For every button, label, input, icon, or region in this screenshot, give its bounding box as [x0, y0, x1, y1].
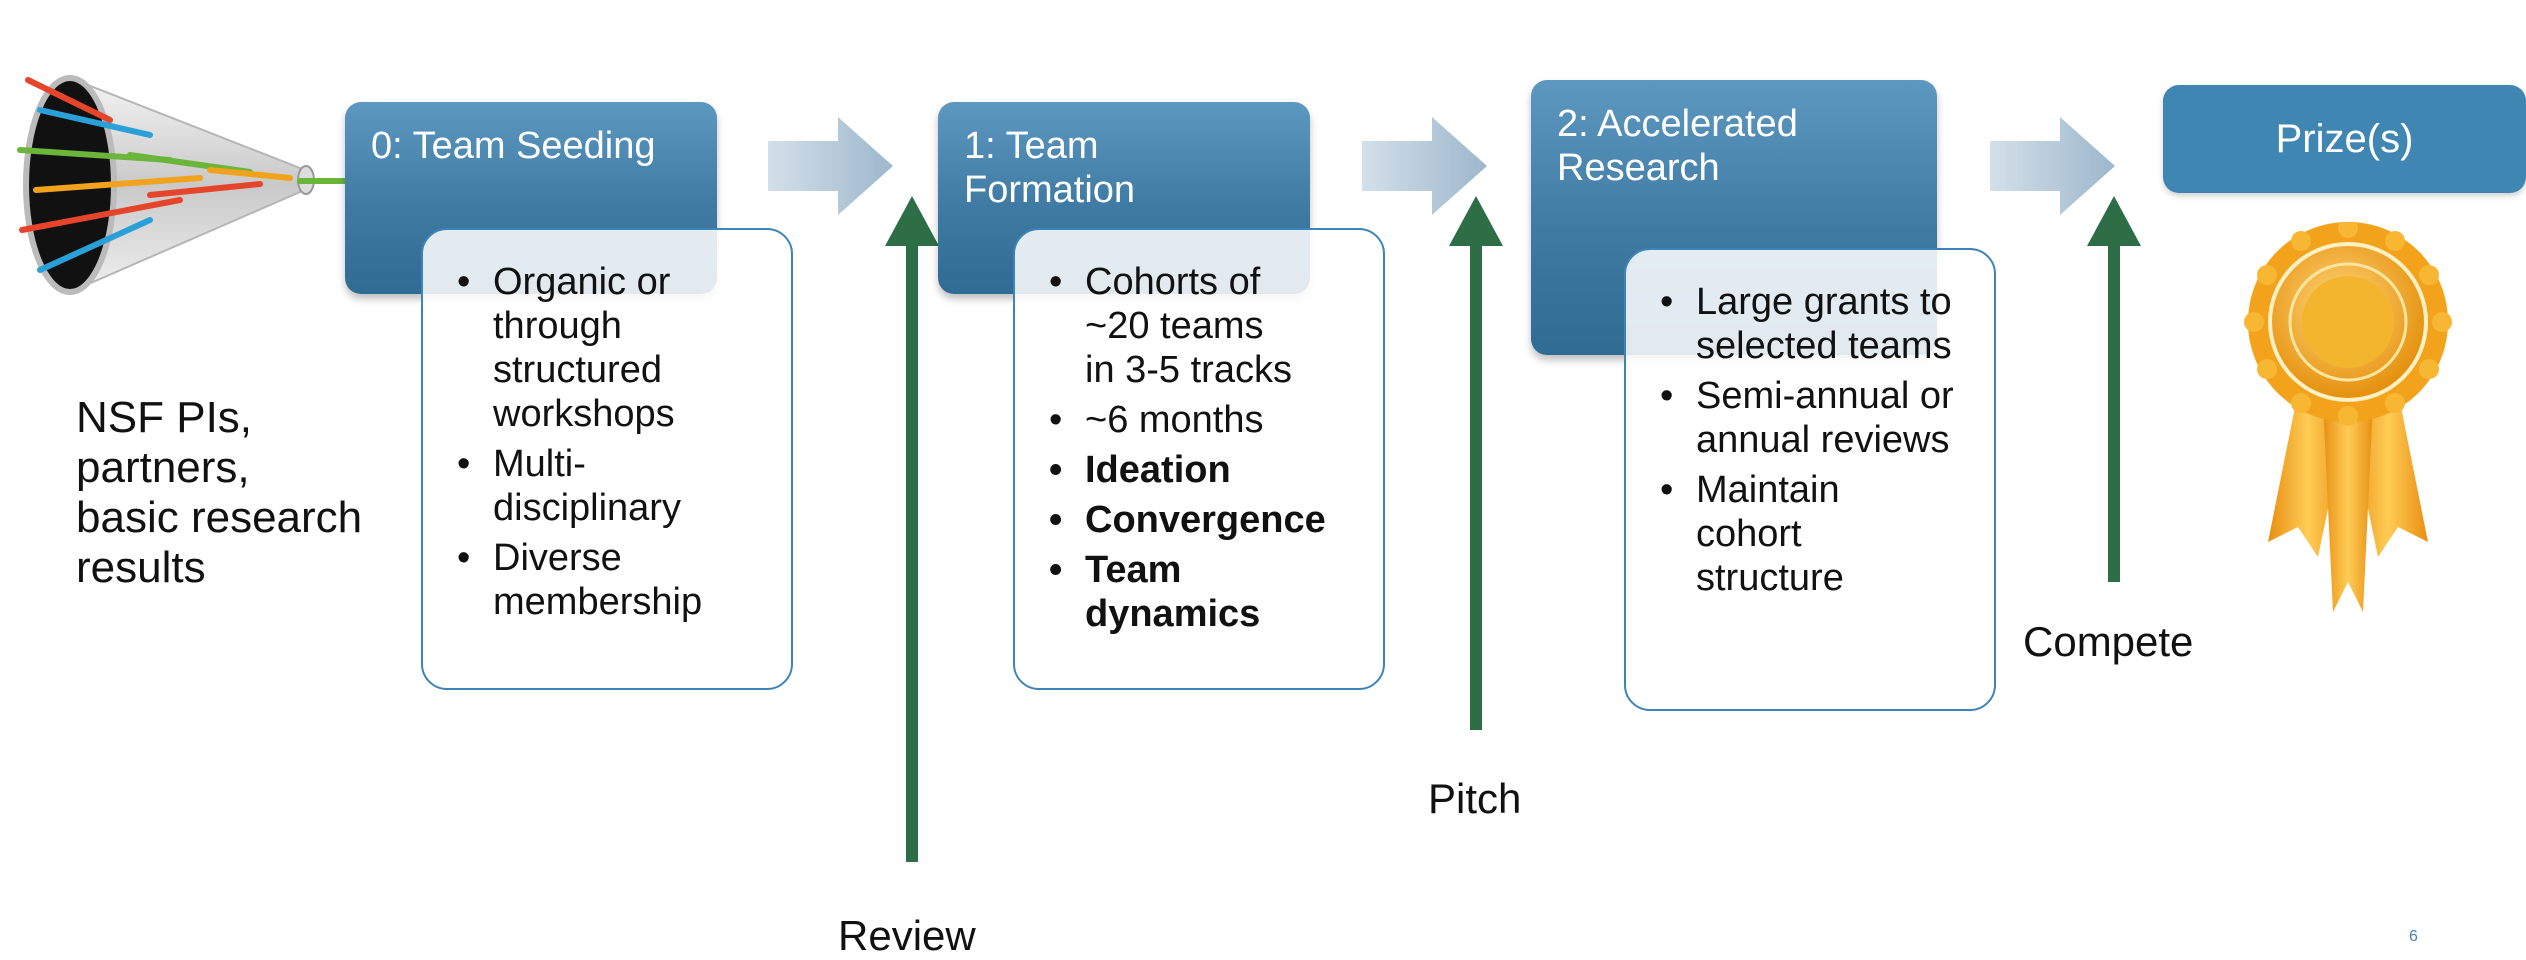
bullet-line: Cohorts of: [1085, 261, 1261, 303]
bullet-line: structure: [1696, 557, 1844, 599]
stage-1-bullet: Cohorts of ~20 teams in 3-5 tracks: [1049, 260, 1365, 392]
stage-2-bullet: Semi-annual or annual reviews: [1660, 374, 1976, 462]
stage-1-details: Cohorts of ~20 teams in 3-5 tracks ~6 mo…: [1013, 228, 1385, 690]
review-gate-arrow-icon: [885, 196, 939, 862]
bullet-line: Diverse: [493, 537, 622, 579]
flow-arrow-right-icon: [1362, 117, 1487, 215]
stage-1-bullet: Ideation: [1049, 448, 1365, 492]
bullet-line: Large grants to: [1696, 281, 1952, 323]
input-description: NSF PIs, partners, basic research result…: [76, 393, 362, 593]
review-label: Review: [838, 912, 976, 959]
bullet-line: membership: [493, 581, 703, 623]
pitch-label: Pitch: [1428, 775, 1522, 822]
prize-title: Prize(s): [2275, 117, 2414, 161]
stage-1-title: 1: Team: [964, 125, 1099, 167]
prize-header: Prize(s): [2163, 85, 2526, 193]
stage-1-title: Formation: [964, 169, 1136, 211]
stage-0-title: 0: Team Seeding: [371, 125, 656, 167]
bullet-line: structured: [493, 349, 662, 391]
compete-gate-arrow-icon: [2087, 196, 2141, 582]
bullet-line: dynamics: [1085, 593, 1261, 635]
page-number: 6: [2409, 928, 2418, 945]
bullet-line: annual reviews: [1696, 419, 1950, 461]
bullet-line: Organic or: [493, 261, 671, 303]
stage-2-title: Research: [1557, 147, 1720, 189]
stage-2-bullet: Large grants to selected teams: [1660, 280, 1976, 368]
bullet-line: workshops: [493, 393, 675, 435]
stage-1-bullet: Convergence: [1049, 498, 1365, 542]
funnel-icon: [17, 75, 348, 295]
stage-2-title: 2: Accelerated: [1557, 103, 1798, 145]
flow-arrow-right-icon: [1990, 117, 2115, 215]
bullet-line: cohort: [1696, 513, 1802, 555]
flow-arrow-right-icon: [768, 117, 893, 215]
prize-ribbon-icon: [2244, 222, 2452, 612]
bullet-line: ~6 months: [1085, 399, 1264, 441]
stage-0-details: Organic or through structured workshops …: [421, 228, 793, 690]
compete-label: Compete: [2023, 618, 2194, 665]
bullet-line: selected teams: [1696, 325, 1952, 367]
bullet-line: Multi-: [493, 443, 586, 485]
stage-2-details: Large grants to selected teams Semi-annu…: [1624, 248, 1996, 711]
bullet-line: Semi-annual or: [1696, 375, 1954, 417]
stage-2-bullet: Maintain cohort structure: [1660, 468, 1976, 600]
bullet-line: Maintain: [1696, 469, 1840, 511]
bullet-line: Ideation: [1085, 449, 1231, 491]
stage-0-bullet: Multi- disciplinary: [457, 442, 773, 530]
input-line: NSF PIs,: [76, 393, 253, 442]
bullet-line: through: [493, 305, 622, 347]
bullet-line: Team: [1085, 549, 1182, 591]
bullet-line: in 3-5 tracks: [1085, 349, 1292, 391]
bullet-line: ~20 teams: [1085, 305, 1264, 347]
bullet-line: disciplinary: [493, 487, 681, 529]
stage-0-bullet: Organic or through structured workshops: [457, 260, 773, 436]
bullet-line: Convergence: [1085, 499, 1326, 541]
pitch-gate-arrow-icon: [1449, 196, 1503, 730]
input-line: results: [76, 543, 206, 592]
stage-0-bullet: Diverse membership: [457, 536, 773, 624]
input-line: partners,: [76, 443, 250, 492]
stage-1-bullet: Team dynamics: [1049, 548, 1365, 636]
stage-1-bullet: ~6 months: [1049, 398, 1365, 442]
input-line: basic research: [76, 493, 363, 542]
